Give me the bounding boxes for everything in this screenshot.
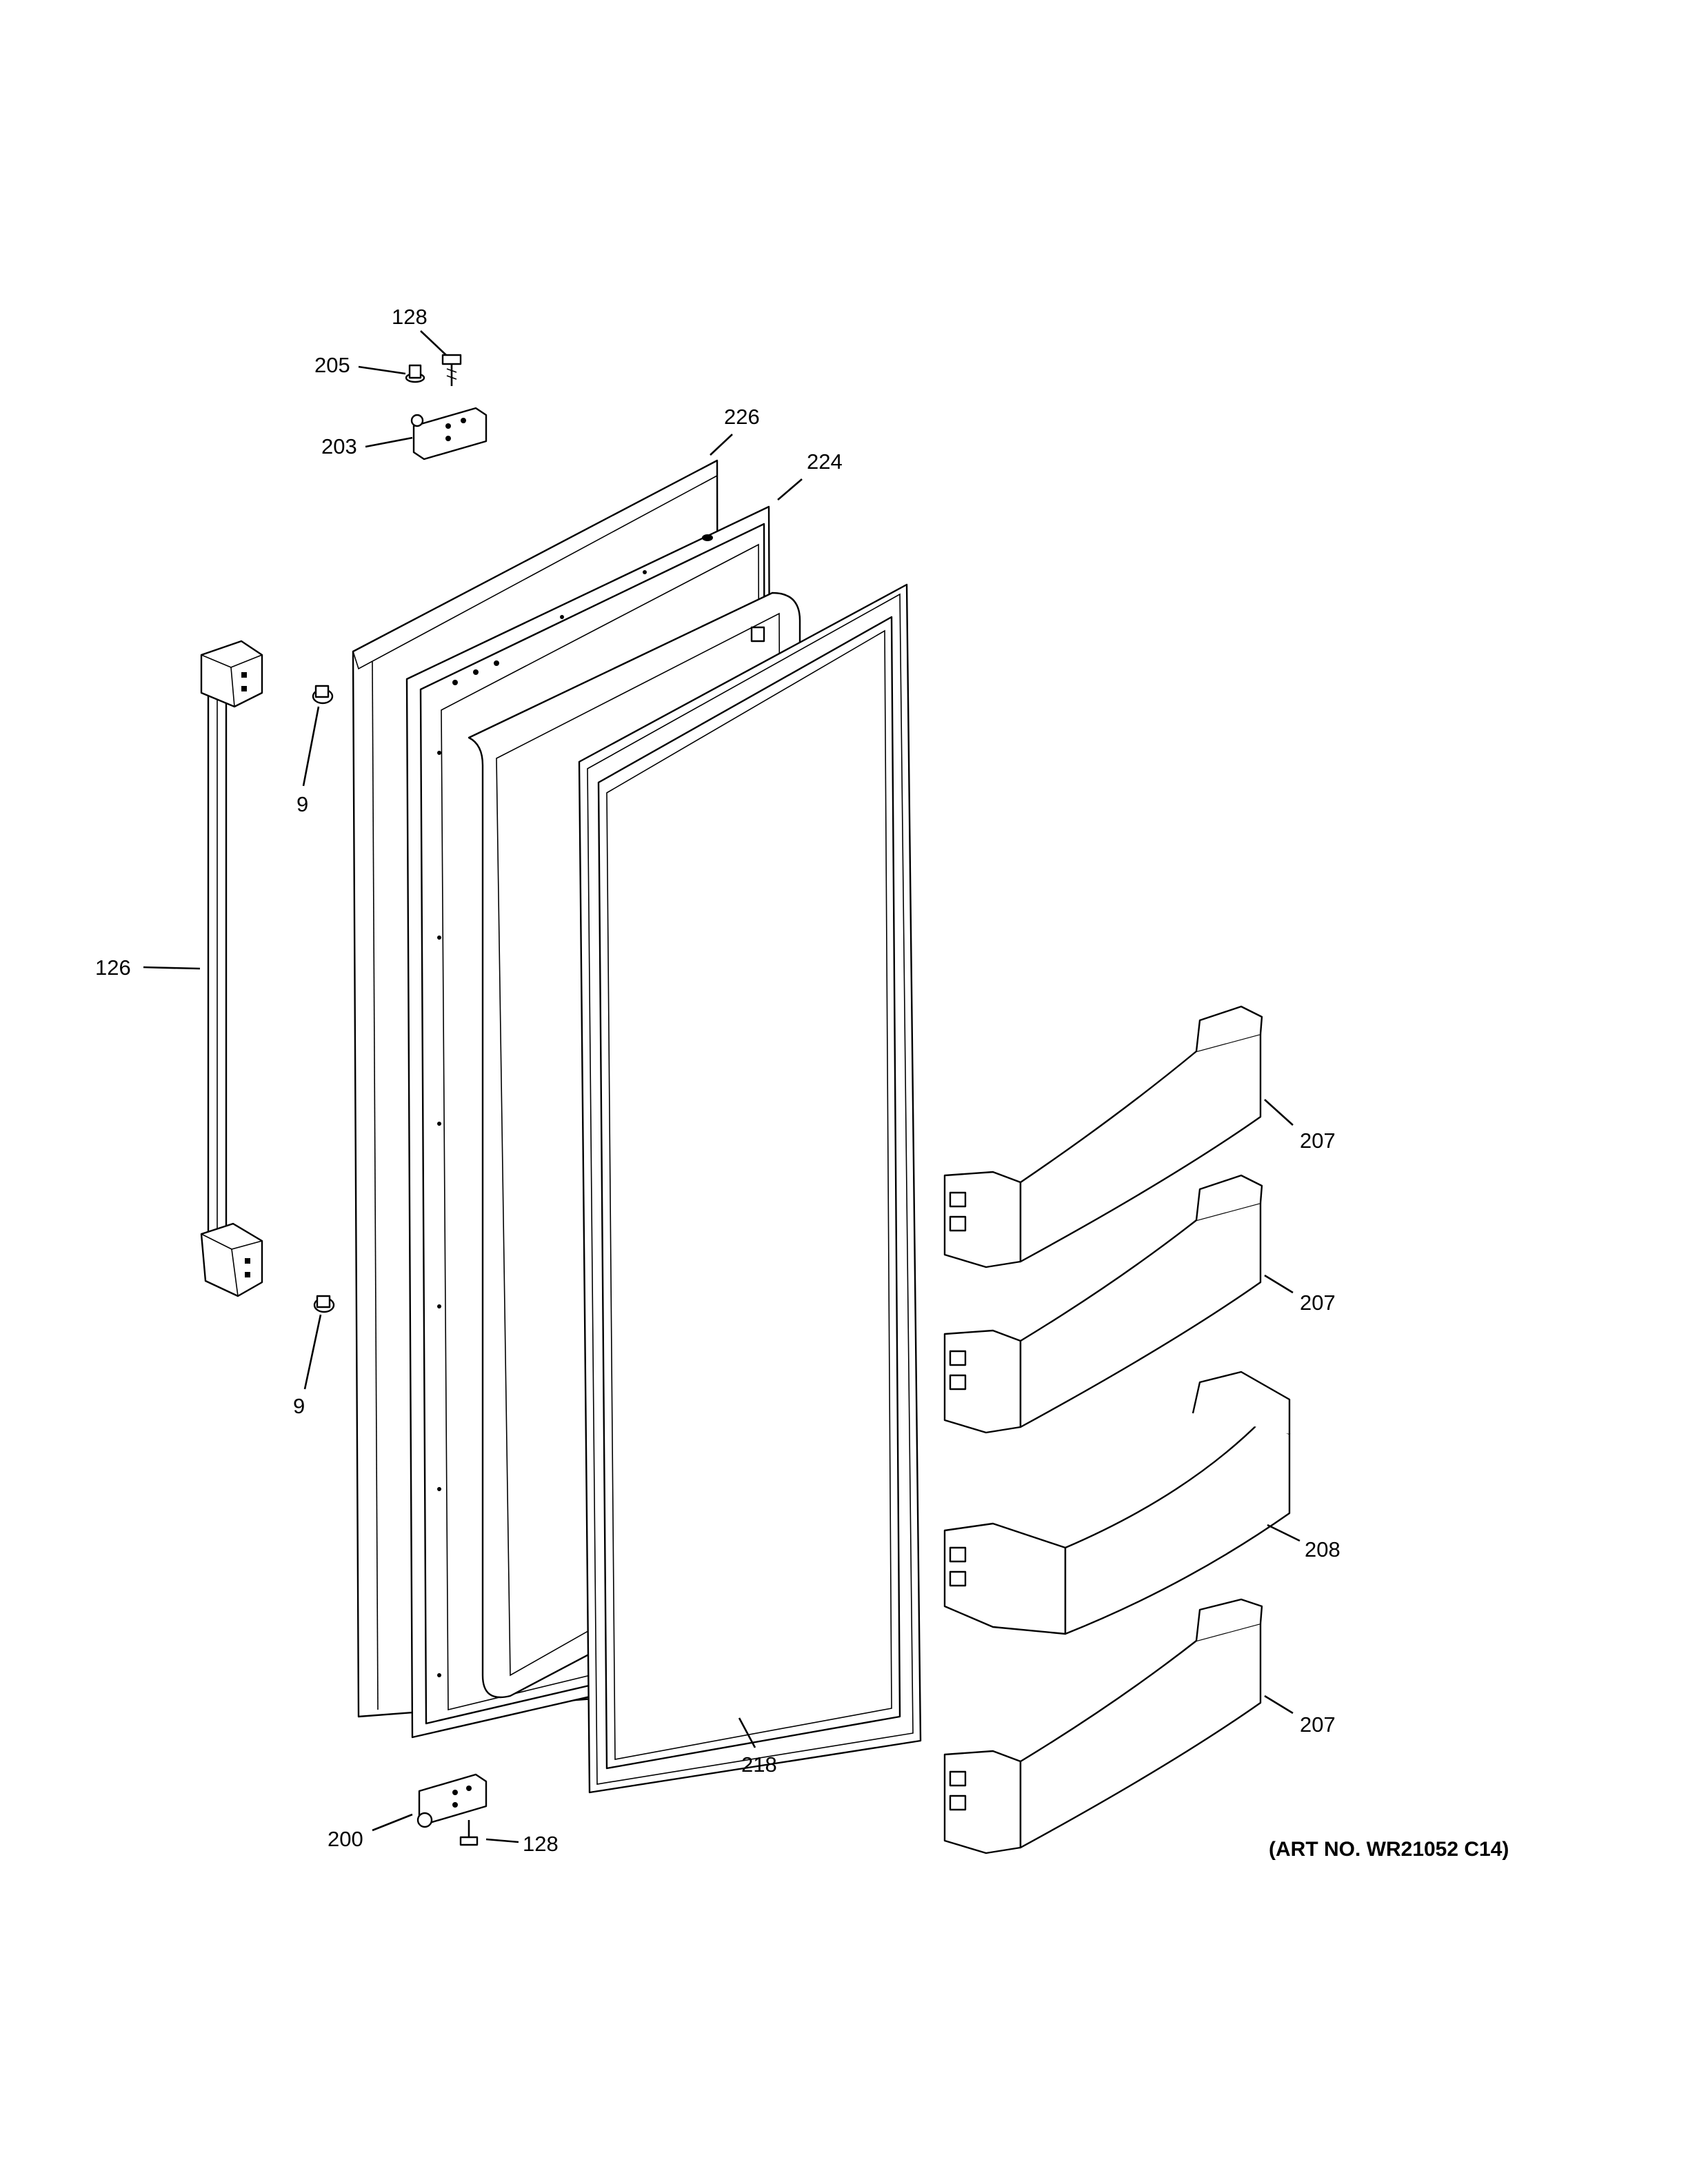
callout-207-b: 207 bbox=[1300, 1291, 1336, 1315]
door-gasket bbox=[578, 583, 922, 1794]
callout-207-a: 207 bbox=[1300, 1129, 1336, 1153]
callout-9-top: 9 bbox=[297, 792, 308, 816]
hinge-pin-top bbox=[405, 364, 425, 383]
callout-200: 200 bbox=[328, 1827, 363, 1851]
top-hinge bbox=[410, 407, 488, 461]
callout-9-bottom: 9 bbox=[293, 1394, 305, 1418]
door-bin-4 bbox=[943, 1598, 1263, 1854]
art-number: (ART NO. WR21052 C14) bbox=[1269, 1838, 1509, 1861]
callout-128-top: 128 bbox=[392, 305, 428, 329]
callout-207-c: 207 bbox=[1300, 1712, 1336, 1737]
door-handle bbox=[200, 640, 263, 1297]
screw-top bbox=[441, 354, 462, 386]
leader-lines bbox=[143, 330, 1300, 1843]
callout-126: 126 bbox=[95, 956, 131, 980]
screw-bottom bbox=[459, 1820, 479, 1846]
callout-224: 224 bbox=[807, 449, 843, 474]
callout-226: 226 bbox=[724, 405, 760, 429]
door-bin-2 bbox=[943, 1174, 1263, 1434]
door-bin-1 bbox=[943, 1005, 1263, 1268]
door-bin-3-large bbox=[943, 1371, 1291, 1635]
callout-218: 218 bbox=[741, 1752, 777, 1777]
callout-205: 205 bbox=[314, 353, 350, 377]
callout-208: 208 bbox=[1305, 1537, 1340, 1561]
callout-203: 203 bbox=[321, 434, 357, 458]
hinge-pin-lower-handle bbox=[313, 1295, 335, 1313]
callout-128-bottom: 128 bbox=[523, 1832, 559, 1856]
hinge-pin-upper-handle bbox=[312, 685, 334, 705]
callout-labels: 128 205 203 226 224 9 126 9 207 207 208 … bbox=[95, 305, 1509, 1861]
bottom-hinge bbox=[416, 1773, 488, 1828]
